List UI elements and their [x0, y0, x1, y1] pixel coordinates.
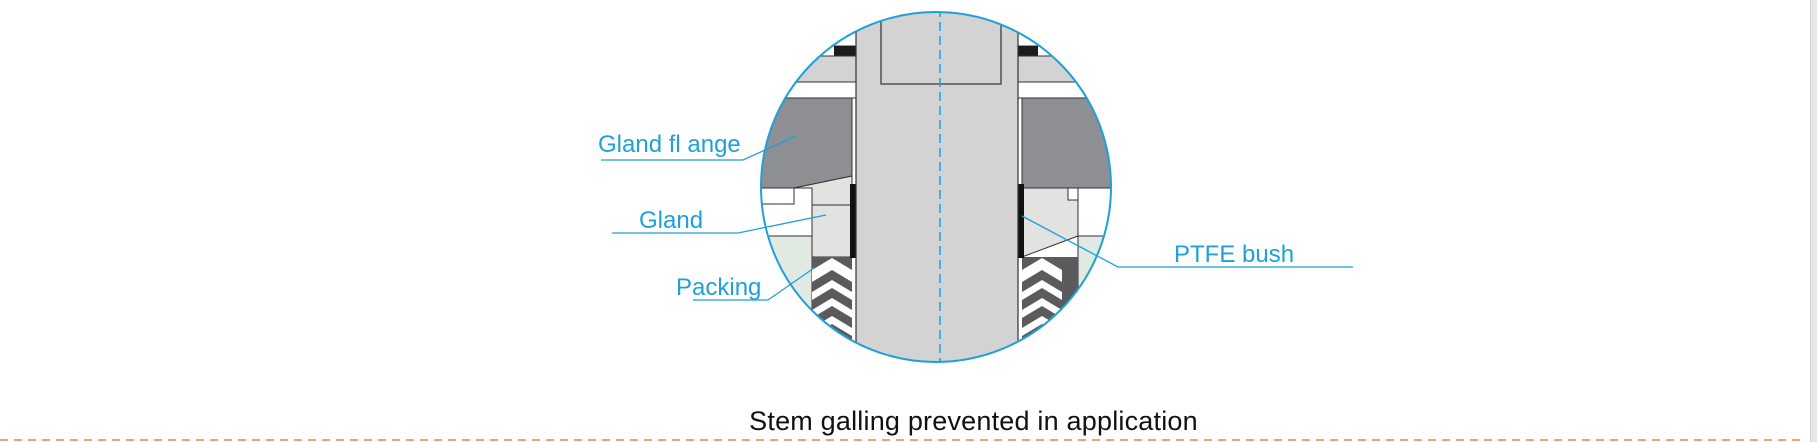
packing-rings-right	[1022, 257, 1078, 362]
callout-gland: Gland	[612, 207, 827, 234]
packing-area-right	[1077, 235, 1111, 362]
figure-caption: Stem galling prevented in application	[749, 406, 1198, 436]
packing-rings-left	[812, 257, 852, 362]
callout-gland-label: Gland	[639, 207, 703, 234]
gland-flange-left	[761, 97, 853, 189]
top-plate-left-dark	[834, 46, 856, 56]
magnified-detail	[761, 12, 1111, 362]
callout-packing-label: Packing	[676, 274, 761, 301]
top-plate-right-dark	[1018, 46, 1038, 56]
magnifier-circle	[760, 11, 1112, 363]
gland-flange-right	[1021, 97, 1111, 189]
callout-ptfe-bush-label: PTFE bush	[1174, 241, 1294, 268]
callout-packing: Packing	[676, 267, 815, 301]
callout-gland-flange: Gland fl ange	[598, 131, 797, 161]
scrollbar-track[interactable]	[1810, 0, 1817, 442]
stem-head	[880, 12, 1002, 85]
ptfe-bush-right	[1018, 184, 1024, 258]
callout-gland-flange-label: Gland fl ange	[598, 131, 741, 158]
callout-ptfe-bush: PTFE bush	[1021, 215, 1353, 268]
ptfe-bush-left	[850, 184, 856, 258]
